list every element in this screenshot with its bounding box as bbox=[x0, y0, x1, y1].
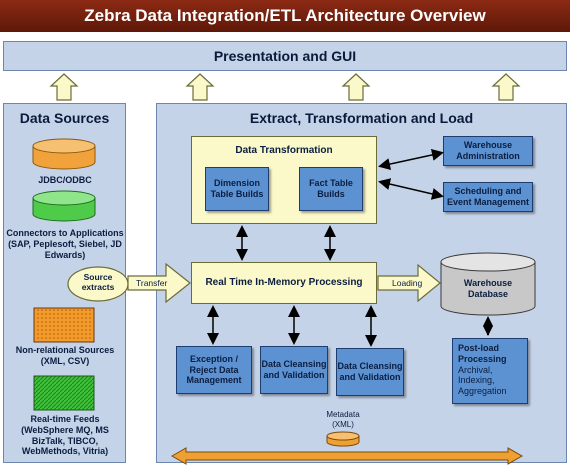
dimension-label: Dimension Table Builds bbox=[210, 178, 264, 199]
cleansing2-label: Data Cleansing and Validation bbox=[337, 361, 403, 382]
real-time-processing-label: Real Time In-Memory Processing bbox=[205, 277, 363, 288]
warehouse-administration: Warehouse Administration bbox=[443, 136, 533, 166]
dimension-table-builds: Dimension Table Builds bbox=[205, 167, 269, 211]
data-cleansing-validation-1: Data Cleansing and Validation bbox=[260, 346, 328, 394]
up-arrow-far-right bbox=[491, 73, 521, 101]
real-time-processing-box: Real Time In-Memory Processing bbox=[191, 262, 377, 304]
warehouse-database-label: Warehouse Database bbox=[463, 278, 513, 299]
scheduling-label: Scheduling and Event Management bbox=[446, 186, 530, 207]
fact-table-builds: Fact Table Builds bbox=[299, 167, 363, 211]
connectors-cylinder bbox=[32, 190, 96, 222]
up-arrow-middle bbox=[185, 73, 215, 101]
loading-arrow bbox=[377, 263, 441, 303]
data-sources-title: Data Sources bbox=[19, 110, 110, 126]
presentation-layer: Presentation and GUI bbox=[3, 41, 567, 71]
diagram-title: Zebra Data Integration/ETL Architecture … bbox=[0, 0, 570, 32]
presentation-label: Presentation and GUI bbox=[213, 48, 357, 64]
connectors-label: Connectors to Applications (SAP, Pepleso… bbox=[6, 228, 124, 260]
transfer-label: Transfer bbox=[136, 278, 168, 288]
data-cleansing-validation-2: Data Cleansing and Validation bbox=[336, 348, 404, 396]
non-relational-box bbox=[33, 307, 95, 343]
up-arrow-right bbox=[341, 73, 371, 101]
diagram-title-text: Zebra Data Integration/ETL Architecture … bbox=[84, 6, 486, 25]
non-relational-label: Non-relational Sources (XML, CSV) bbox=[15, 345, 115, 366]
metadata-cylinder bbox=[326, 431, 360, 447]
up-arrow-left bbox=[49, 73, 79, 101]
post-load-processing: Post-load Processing Archival, Indexing,… bbox=[452, 338, 528, 404]
post-load-items: Archival, Indexing, Aggregation bbox=[458, 364, 507, 397]
transfer-arrow bbox=[127, 262, 191, 304]
etl-title: Extract, Transformation and Load bbox=[249, 110, 474, 126]
real-time-feeds-box bbox=[33, 375, 95, 411]
scheduling-event-management: Scheduling and Event Management bbox=[443, 182, 533, 212]
arrow-admin bbox=[378, 149, 444, 170]
warehouse-database-cylinder bbox=[440, 252, 536, 316]
exception-reject-management: Exception / Reject Data Management bbox=[176, 346, 252, 394]
metadata-bar bbox=[170, 447, 524, 465]
jdbc-label: JDBC/ODBC bbox=[38, 175, 92, 185]
source-extracts-label: Source extracts bbox=[81, 272, 115, 293]
fact-label: Fact Table Builds bbox=[309, 178, 353, 199]
warehouse-admin-label: Warehouse Administration bbox=[456, 140, 520, 161]
loading-label: Loading bbox=[392, 278, 423, 288]
metadata-label: Metadata (XML) bbox=[326, 410, 360, 429]
jdbc-cylinder bbox=[32, 138, 96, 170]
cleansing1-label: Data Cleansing and Validation bbox=[261, 359, 327, 380]
exception-label: Exception / Reject Data Management bbox=[186, 353, 242, 386]
real-time-feeds-label: Real-time Feeds (WebSphere MQ, MS BizTal… bbox=[21, 414, 109, 457]
arrow-scheduling bbox=[378, 178, 444, 200]
data-transformation-title: Data Transformation bbox=[235, 145, 333, 156]
post-load-title: Post-load Processing bbox=[458, 343, 507, 364]
arrow-warehouse-postload bbox=[483, 316, 493, 336]
